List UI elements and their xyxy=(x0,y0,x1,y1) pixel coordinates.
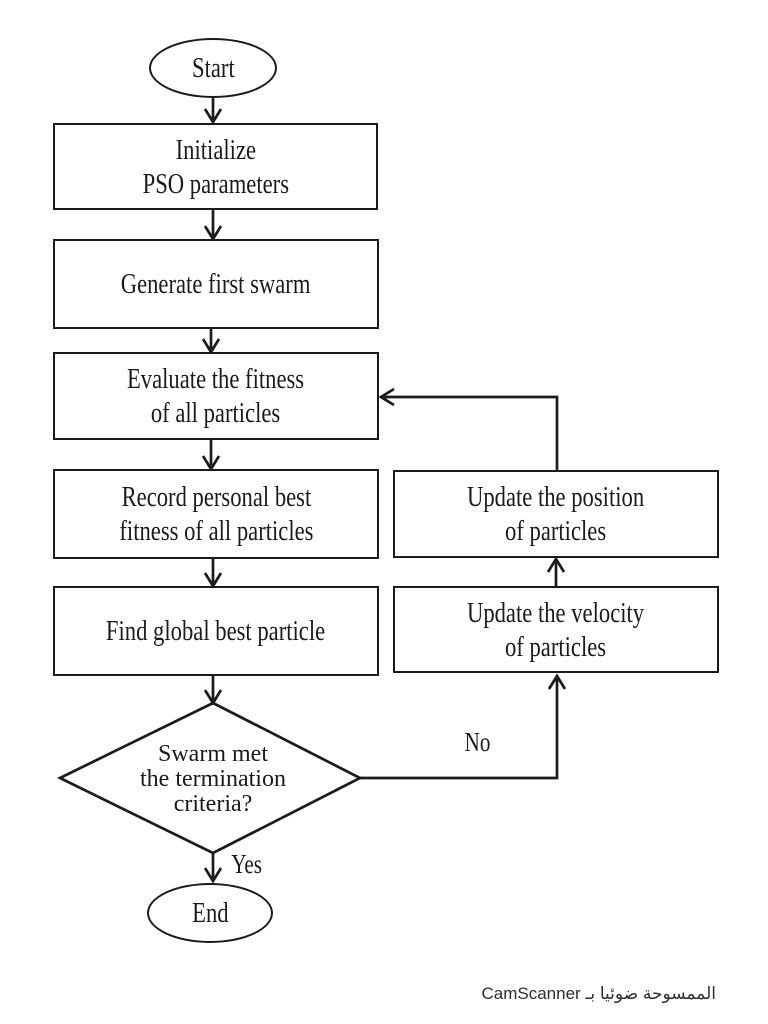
edge-label-yes: Yes xyxy=(231,849,262,879)
flow-node-end-label: End xyxy=(191,896,229,929)
arrowhead-up-icon xyxy=(546,556,566,573)
flow-node-record: Record personal best fitness of all part… xyxy=(53,469,379,559)
flow-node-evaluate: Evaluate the fitness of all particles xyxy=(53,352,379,440)
flow-node-start: Start xyxy=(149,38,277,98)
edge-position-to-evaluate xyxy=(384,395,559,470)
flow-node-generate: Generate first swarm xyxy=(53,239,379,329)
flow-node-update-velocity-label: Update the velocity of particles xyxy=(467,596,645,663)
flow-node-find: Find global best particle xyxy=(53,586,379,676)
flow-node-update-velocity: Update the velocity of particles xyxy=(393,586,719,673)
flow-node-decision: Swarm met the termination criteria? xyxy=(88,737,338,821)
flow-node-decision-label: Swarm met the termination criteria? xyxy=(140,740,286,817)
flow-node-find-label: Find global best particle xyxy=(106,615,326,647)
flow-node-generate-label: Generate first swarm xyxy=(121,268,311,300)
arrowhead-up-icon xyxy=(547,673,567,690)
edge-label-no: No xyxy=(464,727,491,757)
flow-node-update-position-label: Update the position of particles xyxy=(467,481,645,547)
flow-node-start-label: Start xyxy=(191,51,235,84)
flow-node-end: End xyxy=(147,883,273,943)
arrowhead-down-icon xyxy=(203,108,223,125)
flow-node-evaluate-label: Evaluate the fitness of all particles xyxy=(127,363,305,429)
edge-decision-to-velocity xyxy=(360,679,559,780)
arrowhead-left-icon xyxy=(378,387,395,407)
flow-node-initialize: Initialize PSO parameters xyxy=(53,123,378,210)
flow-node-initialize-label: Initialize PSO parameters xyxy=(142,133,289,200)
arrowhead-down-icon xyxy=(203,689,223,706)
flow-node-update-position: Update the position of particles xyxy=(393,470,719,558)
arrowhead-down-icon xyxy=(203,867,223,884)
flow-node-record-label: Record personal best fitness of all part… xyxy=(118,481,314,547)
camscanner-watermark: الممسوحة ضوئيا بـ CamScanner xyxy=(481,984,717,1003)
